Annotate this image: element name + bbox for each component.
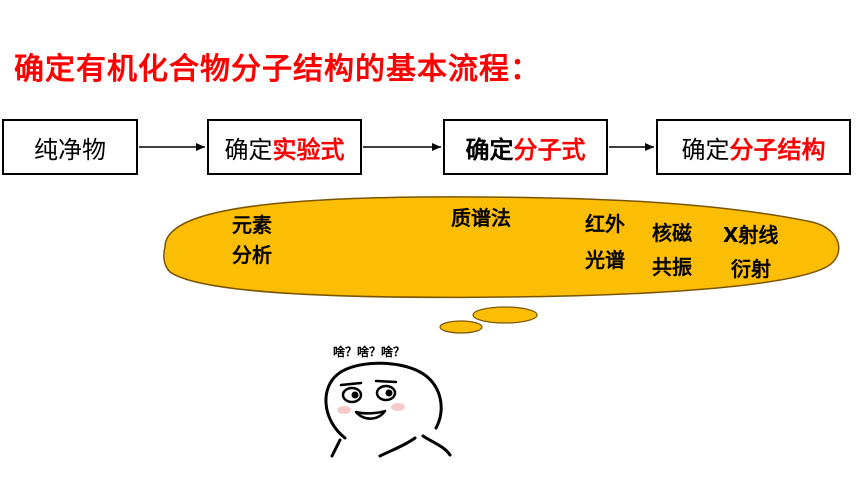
face-right-pupil — [385, 389, 393, 397]
face-right-cheek — [391, 403, 405, 411]
flow-step-accent: 分子结构 — [729, 135, 826, 164]
method-label-line: 红外 — [585, 212, 625, 236]
method-x-ray-diffraction: X射线 衍射 — [723, 218, 778, 286]
flow-step-empirical-formula: 确定实验式 — [207, 119, 362, 175]
face-head-outline — [324, 361, 443, 440]
face-body-outline — [330, 438, 342, 458]
flow-step-accent: 分子式 — [513, 135, 586, 164]
method-nmr: 核磁 共振 — [652, 216, 692, 284]
thought-bubble-dot-small — [439, 320, 483, 334]
page-title: 确定有机化合物分子结构的基本流程： — [14, 52, 541, 87]
method-infrared-spectroscopy: 红外 光谱 — [585, 206, 625, 278]
face-left-eye — [341, 386, 363, 404]
face-shoulder-outline — [378, 436, 417, 458]
face-right-brow — [374, 379, 398, 384]
face-left-brow — [339, 381, 363, 387]
method-elemental-analysis: 元素 分析 — [232, 210, 272, 270]
face-right-eye — [375, 384, 397, 402]
meme-caption: 啥？啥？啥？ — [333, 345, 406, 359]
method-label-line: 元素 — [232, 213, 272, 237]
face-arm-outline — [421, 434, 452, 457]
flow-step-molecular-structure: 确定分子结构 — [656, 119, 851, 175]
method-label-line: X射线 — [723, 223, 779, 247]
flow-step-accent: 实验式 — [272, 135, 345, 164]
method-label-line: 共振 — [652, 255, 692, 279]
method-mass-spectrometry: 质谱法 — [451, 203, 511, 233]
flow-step-prefix: 确定 — [465, 135, 514, 164]
thought-bubble-dot-large — [472, 306, 538, 324]
flow-step-pure-substance: 纯净物 — [2, 119, 138, 175]
method-label-line: 光谱 — [585, 248, 625, 272]
face-left-cheek — [337, 406, 351, 414]
method-label-line: 核磁 — [652, 221, 692, 245]
flow-step-label: 纯净物 — [34, 135, 106, 164]
face-mouth — [354, 409, 387, 420]
thought-bubble-cloud — [163, 196, 840, 299]
method-label-line: 分析 — [232, 243, 272, 267]
method-label-line: 衍射 — [731, 257, 771, 281]
method-label-line: 质谱法 — [451, 206, 511, 230]
face-left-pupil — [351, 391, 359, 399]
flow-step-molecular-formula: 确定分子式 — [443, 119, 608, 175]
flow-step-prefix: 确定 — [224, 135, 273, 164]
flow-step-prefix: 确定 — [681, 135, 730, 164]
